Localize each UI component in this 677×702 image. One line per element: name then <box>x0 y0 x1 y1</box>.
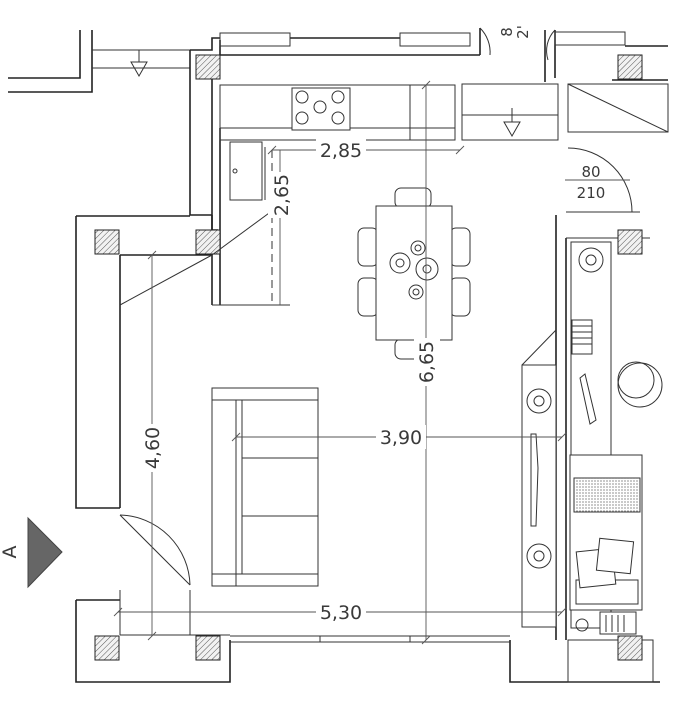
right-room-furniture <box>569 241 663 635</box>
dimension-label-living-width: 3,90 <box>380 427 422 449</box>
dimension-label-living-depth: 4,60 <box>142 427 164 469</box>
door-label-height: 210 <box>577 184 606 202</box>
dimension-label-kitchen-depth: 2,65 <box>271 174 293 216</box>
partial-label-top-2: 2' <box>514 25 532 39</box>
section-marker: A <box>0 516 63 589</box>
dimension-label-kitchen-width: 2,85 <box>320 140 362 162</box>
section-marker-label: A <box>0 546 21 559</box>
dimension-labels: 2,85 2,65 6,65 4,60 3,90 5,30 80 210 8 2… <box>140 25 605 624</box>
partial-label-top: 8 <box>498 27 516 37</box>
tv-unit <box>521 329 557 628</box>
fridge-icon <box>229 141 263 201</box>
kitchen-appliances <box>229 87 351 201</box>
dining-table <box>357 187 471 360</box>
arrows <box>130 50 521 138</box>
section-arrow-icon <box>27 516 63 589</box>
doors <box>119 27 633 586</box>
sofa <box>211 387 319 587</box>
door-label-width: 80 <box>581 163 600 181</box>
pillars <box>94 54 643 661</box>
dimension-label-total-width: 5,30 <box>320 602 362 624</box>
dimension-label-room-length: 6,65 <box>416 341 438 383</box>
